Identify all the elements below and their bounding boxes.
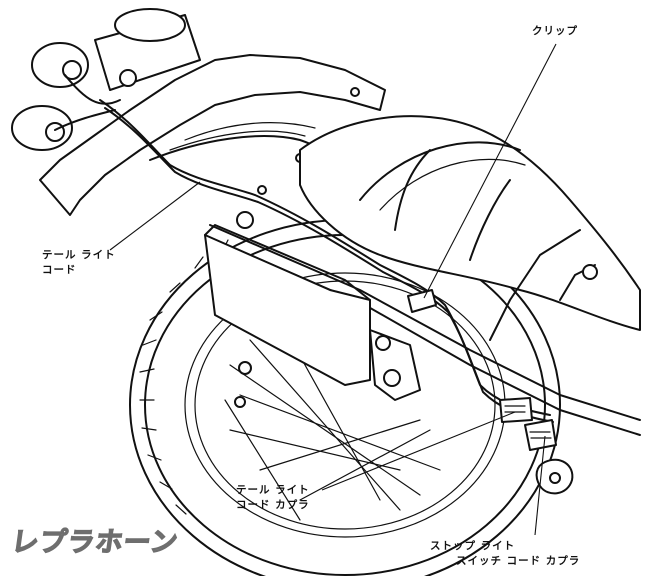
label-tail-light-cord: テール ライト コード	[42, 249, 116, 276]
leader-lines	[109, 43, 557, 536]
label-clip: クリップ	[532, 25, 578, 37]
label-tail-light-cord-coupler: テール ライト コード カプラ	[236, 484, 310, 511]
watermark-logo: レプラホーン	[9, 526, 181, 558]
rear-fender	[39, 54, 386, 216]
seat	[299, 115, 641, 331]
tail-light-assembly	[11, 8, 201, 151]
wheel-spokes	[224, 319, 441, 521]
tail-light-cord-coupler	[499, 397, 533, 423]
clip	[407, 289, 437, 313]
tail-light-cord	[99, 99, 554, 423]
electrical-box	[204, 211, 421, 401]
stop-light-switch-cord-coupler	[524, 419, 574, 495]
label-stop-light-switch-cord-coupler: ストップ ライト スイッチ コード カプラ	[430, 540, 581, 567]
rear-wheel	[129, 219, 561, 576]
